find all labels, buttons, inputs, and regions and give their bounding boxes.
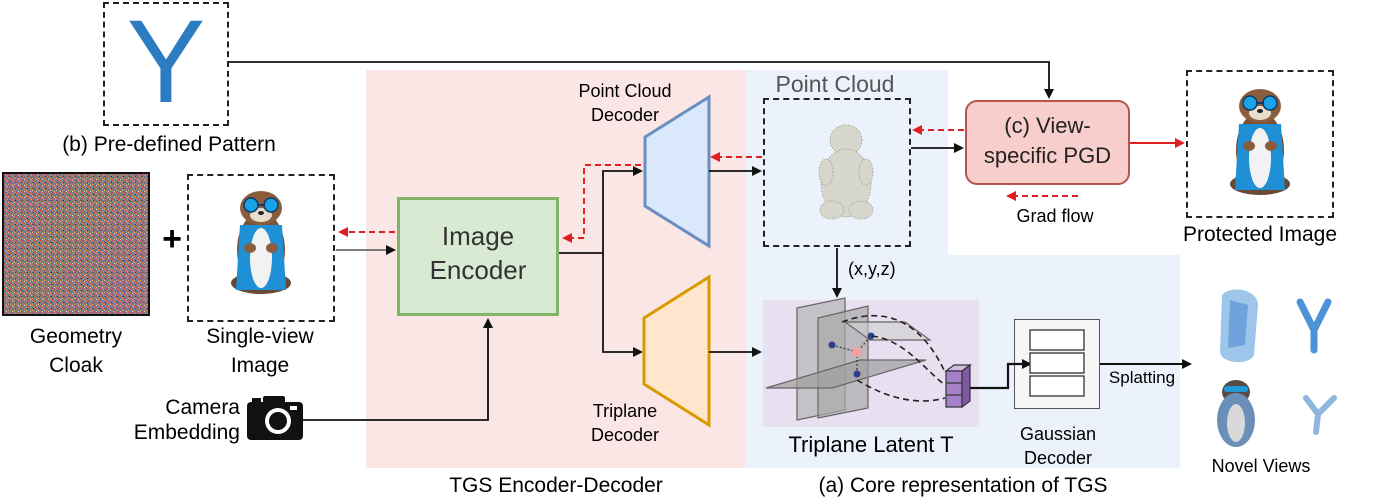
triplane-decoder-label-2: Decoder	[590, 425, 660, 445]
triplane-latent-caption: Triplane Latent T	[788, 432, 954, 457]
latent-to-gaussian-arrow	[970, 359, 1032, 390]
grad-flow-label: Grad flow	[1016, 206, 1094, 226]
novel-view-2-y-shape	[1296, 298, 1332, 354]
protected-image-box	[1186, 70, 1334, 218]
novel-views-caption: Novel Views	[1211, 456, 1311, 476]
point-cloud-decoder-label-1: Point Cloud	[578, 81, 672, 101]
geometry-cloak-caption-2: Cloak	[49, 354, 103, 377]
image-encoder-box	[397, 197, 559, 316]
plus-sign: +	[162, 220, 182, 258]
single-view-image-box	[187, 174, 335, 322]
camera-icon	[247, 396, 303, 440]
triplane-sample-points	[828, 315, 946, 402]
pattern-y-glyph: Y	[126, 0, 206, 128]
gaussian-decoder-layers	[1029, 329, 1085, 397]
grad-to-encoder-arrow	[562, 164, 641, 243]
core-region-caption: (a) Core representation of TGS	[818, 474, 1108, 497]
image-encoder-label-1: Image	[441, 221, 515, 251]
triplane-decoder-shape	[642, 274, 711, 428]
protected-image-caption: Protected Image	[1182, 223, 1338, 246]
geometry-cloak-caption-1: Geometry	[29, 325, 123, 348]
triplane-planes	[765, 297, 932, 421]
pattern-caption: (b) Pre-defined Pattern	[62, 133, 276, 156]
novel-view-1-cloud	[1220, 289, 1258, 363]
splatting-label: Splatting	[1108, 368, 1176, 387]
point-cloud-title: Point Cloud	[775, 71, 895, 97]
xyz-label: (x,y,z)	[848, 259, 896, 279]
single-view-caption-2: Image	[230, 354, 290, 377]
novel-view-3-otter	[1217, 380, 1255, 447]
encoder-to-decoders-arrows	[559, 166, 643, 357]
novel-view-4-y-shape	[1303, 395, 1337, 435]
view-specific-pgd-box	[965, 100, 1130, 185]
camera-caption-2: Embedding	[133, 421, 240, 444]
single-view-caption-1: Single-view	[206, 325, 314, 348]
point-cloud-decoder-shape	[643, 94, 711, 249]
camera-to-encoder-arrow	[303, 318, 493, 421]
point-cloud-box	[763, 98, 911, 247]
triplane-decoder-label-1: Triplane	[592, 401, 658, 421]
feature-stack-icon	[944, 363, 972, 409]
pattern-to-pgd-arrow	[229, 61, 1054, 99]
point-cloud-otter-figure	[818, 124, 874, 220]
gaussian-decoder-label-2: Decoder	[1023, 448, 1093, 468]
noise-speckle	[4, 174, 148, 314]
image-encoder-label-2: Encoder	[429, 255, 527, 285]
pgd-label-1: (c) View-	[1004, 113, 1091, 138]
camera-caption-1: Camera	[165, 396, 240, 419]
gaussian-decoder-label-1: Gaussian	[1019, 424, 1097, 444]
pre-defined-pattern-box: Y	[103, 0, 229, 128]
protected-otter-illustration	[1230, 89, 1290, 195]
point-cloud-decoder-label-2: Decoder	[590, 105, 660, 125]
geometry-cloak-noise-image	[2, 172, 150, 316]
single-view-otter-illustration	[231, 191, 291, 294]
pgd-label-2: specific PGD	[983, 143, 1112, 168]
encoder-region-caption: TGS Encoder-Decoder	[449, 474, 663, 497]
